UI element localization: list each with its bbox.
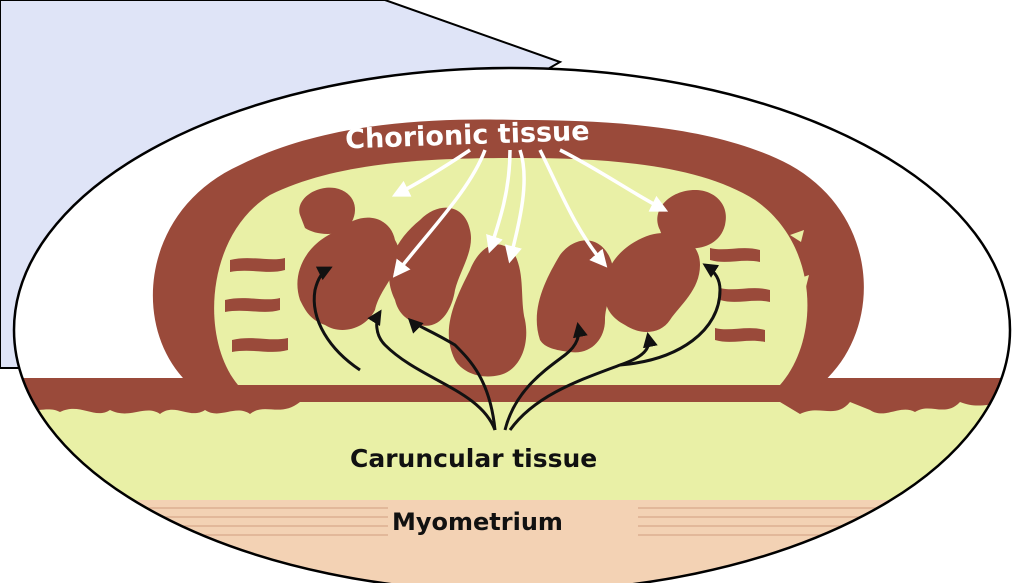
- myometrium-label: Myometrium: [392, 508, 563, 536]
- caruncular-tissue-label: Caruncular tissue: [350, 444, 597, 473]
